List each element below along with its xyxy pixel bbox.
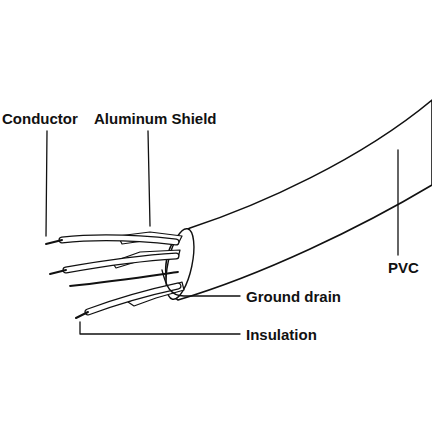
leader-line bbox=[162, 270, 240, 296]
conductor-tip bbox=[46, 240, 62, 244]
part-label: Insulation bbox=[246, 326, 317, 343]
leader-line bbox=[46, 131, 47, 236]
ground-drain-wire bbox=[70, 272, 178, 286]
leader-line bbox=[80, 322, 240, 334]
insulated-wire-fill bbox=[88, 286, 178, 312]
part-label: Conductor bbox=[2, 110, 78, 127]
conductor-tip bbox=[76, 312, 88, 318]
part-label: Aluminum Shield bbox=[94, 110, 217, 127]
conductor-tip bbox=[50, 270, 66, 274]
insulated-wire bbox=[66, 256, 176, 270]
leader-line bbox=[397, 150, 398, 255]
insulated-wire bbox=[62, 238, 176, 242]
pvc-jacket bbox=[166, 100, 432, 300]
part-label: Ground drain bbox=[246, 288, 341, 305]
part-label: PVC bbox=[388, 259, 419, 276]
insulated-wire-fill bbox=[66, 256, 176, 270]
insulated-wire bbox=[88, 286, 178, 312]
insulated-wire-fill bbox=[62, 238, 176, 242]
leader-line bbox=[148, 131, 150, 226]
